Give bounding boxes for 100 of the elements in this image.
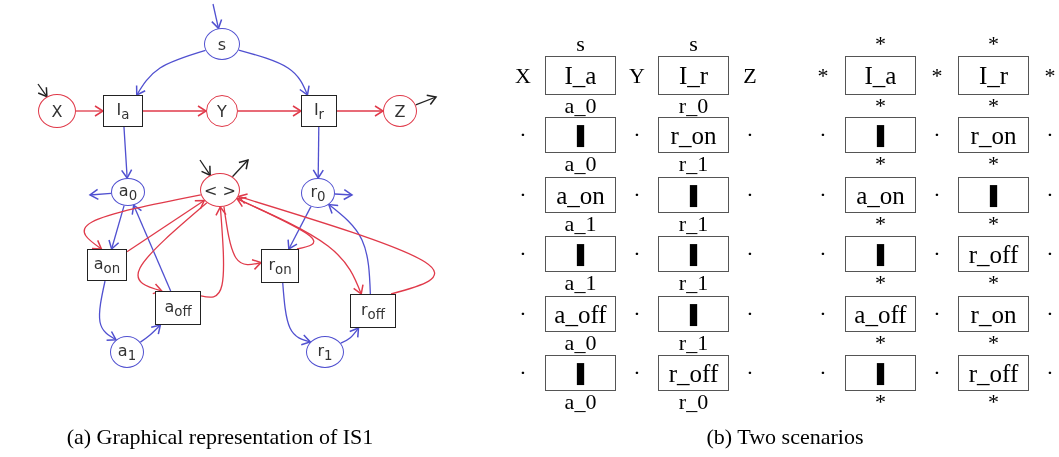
arrow — [287, 206, 312, 250]
state-label: r_1 — [678, 153, 709, 175]
arrow — [142, 105, 207, 117]
state-circle: r$_{1}$ — [306, 336, 344, 368]
arrow — [223, 206, 262, 271]
state-box: r_off — [658, 355, 729, 391]
separator-dot: · — [633, 303, 641, 325]
transition-box: a$_{off}$ — [155, 291, 201, 325]
state-circle: < > — [200, 173, 240, 207]
separator-dot: · — [519, 243, 527, 265]
variable-label: X — [515, 64, 531, 87]
arrow — [126, 199, 205, 253]
arrow — [83, 194, 202, 250]
arrow — [135, 49, 207, 96]
state-label: a_0 — [564, 95, 597, 117]
arrow — [340, 327, 360, 344]
arrow — [312, 126, 325, 179]
arrow — [238, 49, 310, 96]
state-box: ❚ — [545, 236, 616, 272]
state-box: ❚ — [545, 355, 616, 391]
separator-dot: · — [633, 124, 641, 146]
state-box: I_r — [958, 56, 1029, 95]
state-box: ❚ — [545, 117, 616, 153]
separator-dot: · — [746, 362, 754, 384]
arrow — [137, 202, 208, 295]
state-box: ❚ — [845, 117, 916, 153]
variable-label: * — [931, 64, 943, 87]
state-box: r_off — [958, 236, 1029, 272]
state-label: * — [988, 153, 999, 175]
arrow — [336, 105, 384, 117]
separator-dot: · — [746, 243, 754, 265]
variable-label: * — [817, 64, 829, 87]
separator-dot: · — [519, 124, 527, 146]
separator-dot: · — [819, 124, 827, 146]
state-label: * — [875, 332, 886, 354]
state-label: * — [988, 95, 999, 117]
arrow — [282, 282, 311, 346]
state-label: a_0 — [564, 153, 597, 175]
state-box: r_on — [958, 296, 1029, 332]
separator-dot: · — [1046, 362, 1054, 384]
separator-dot: · — [519, 362, 527, 384]
state-label: * — [988, 272, 999, 294]
state-label: a_1 — [564, 213, 597, 235]
figure-caption: (b) Two scenarios — [706, 426, 864, 448]
state-label: * — [875, 153, 886, 175]
state-label: * — [988, 332, 999, 354]
variable-label: * — [1044, 64, 1056, 87]
arrow — [139, 324, 162, 343]
state-box: r_on — [658, 117, 729, 153]
separator-dot: · — [819, 243, 827, 265]
state-circle: a$_{1}$ — [110, 336, 144, 368]
arrow — [211, 3, 223, 30]
arrow — [237, 193, 436, 295]
arrow — [328, 203, 371, 295]
state-circle: Y — [206, 95, 238, 127]
separator-dot: · — [746, 184, 754, 206]
state-label: * — [875, 95, 886, 117]
separator-dot: · — [819, 184, 827, 206]
state-box: ❚ — [658, 296, 729, 332]
state-box: ❚ — [658, 177, 729, 213]
arrow — [75, 105, 104, 117]
arrow — [89, 188, 112, 201]
state-label: a_0 — [564, 391, 597, 413]
arrow — [200, 206, 227, 298]
state-box: a_on — [545, 177, 616, 213]
state-label: s — [689, 33, 698, 55]
state-label: r_1 — [678, 272, 709, 294]
state-box: a_off — [845, 296, 916, 332]
state-box: r_off — [958, 355, 1029, 391]
separator-dot: · — [633, 184, 641, 206]
variable-label: Y — [629, 64, 645, 87]
separator-dot: · — [933, 124, 941, 146]
separator-dot: · — [933, 184, 941, 206]
state-label: r_1 — [678, 332, 709, 354]
state-circle: a$_{0}$ — [111, 178, 145, 206]
arrow — [236, 196, 315, 250]
transition-box: r$_{on}$ — [261, 249, 299, 283]
separator-dot: · — [1046, 243, 1054, 265]
separator-dot: · — [746, 303, 754, 325]
state-label: a_1 — [564, 272, 597, 294]
separator-dot: · — [933, 362, 941, 384]
state-box: I_r — [658, 56, 729, 95]
state-box: ❚ — [845, 355, 916, 391]
arrow — [236, 198, 364, 295]
separator-dot: · — [819, 303, 827, 325]
separator-dot: · — [1046, 124, 1054, 146]
separator-dot: · — [933, 303, 941, 325]
separator-dot: · — [1046, 184, 1054, 206]
separator-dot: · — [633, 243, 641, 265]
separator-dot: · — [519, 303, 527, 325]
state-box: r_on — [958, 117, 1029, 153]
state-label: r_1 — [678, 213, 709, 235]
arrow — [37, 83, 48, 98]
state-label: s — [576, 33, 585, 55]
state-label: r_0 — [678, 391, 709, 413]
separator-dot: · — [519, 184, 527, 206]
figure-caption: (a) Graphical representation of IS1 — [66, 426, 374, 448]
state-circle: r$_{0}$ — [301, 178, 335, 208]
transition-box: I$_{r}$ — [301, 95, 337, 127]
separator-dot: · — [1046, 303, 1054, 325]
